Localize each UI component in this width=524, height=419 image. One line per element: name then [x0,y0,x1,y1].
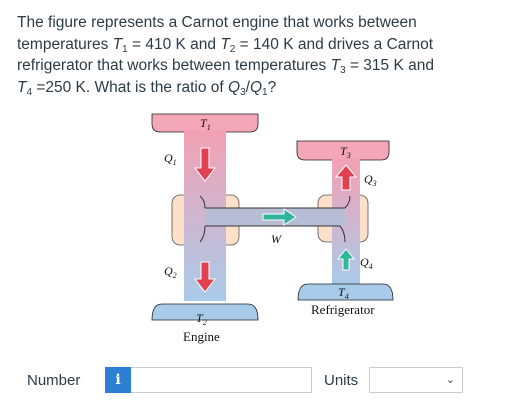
q-l4-slash: / [245,78,250,96]
refrigerator-flow-bend-lower [339,225,346,243]
t4-label: T4 [338,285,349,301]
question-line-1: The figure represents a Carnot engine th… [17,12,517,34]
q-l4-sub3: 3 [240,86,246,98]
t1-label: T1 [200,116,211,132]
engine-label: Engine [183,329,220,344]
t2-label: T2 [196,311,207,327]
q-l2-T: T [112,35,123,53]
question-line-2: temperatures T1 = 410 K and T2 = 140 K a… [17,34,517,56]
question-text: The figure represents a Carnot engine th… [17,12,517,98]
q-l2-b: = 410 K and [127,35,221,53]
q4-label: Q4 [360,255,373,271]
q-l3-a: refrigerator that works between temperat… [17,57,331,74]
number-input[interactable] [131,367,312,393]
units-label: Units [324,372,359,389]
q-l4-sub1: 1 [262,86,268,98]
number-label: Number [27,372,81,389]
question-line-1-text: The figure represents a Carnot engine th… [17,14,417,31]
question-line-3: refrigerator that works between temperat… [17,55,517,77]
q2-label: Q2 [164,264,177,280]
refrigerator-hot-reservoir [296,140,390,161]
engine-flow-bend [199,195,206,209]
q2-arrow [193,261,217,293]
q3-label: Q3 [364,172,377,188]
refrigerator-flow-bend [344,195,351,209]
q-l3-sub3: 3 [340,65,346,76]
q4-arrow [336,248,356,271]
q-l4-end: ? [267,78,277,96]
q-l4-T: T [17,78,27,96]
engine-cold-reservoir [151,303,259,321]
q1-arrow [193,147,217,182]
work-label: W [271,232,282,246]
q-l2-sub2: 2 [229,43,236,55]
question-line-4: T4 =250 K. What is the ratio of Q3/Q1? [17,77,517,99]
q-l3-T: T [330,57,341,74]
refrigerator-label: Refrigerator [311,302,375,317]
q-l4-Q2: Q [249,78,263,96]
t3-label: T3 [340,144,351,160]
q1-label: Q1 [164,151,177,167]
work-arrow [262,208,297,226]
q-l2-sub1: 1 [122,43,128,55]
info-icon[interactable]: i [105,367,131,393]
q-l2-a: temperatures [17,35,113,53]
chevron-down-icon: ⌄ [445,373,455,386]
units-select[interactable]: ⌄ [369,367,463,393]
q-l4-Q: Q [228,78,241,96]
q-l3-b: = 315 K and [345,57,434,74]
refrigerator-cold-reservoir [297,283,394,301]
q-l4-a: =250 K. What is the ratio of [32,78,229,96]
q-l2-c: = 140 K and drives a Carnot [235,35,434,53]
answer-row: Number i Units ⌄ [0,363,524,397]
engine-hot-reservoir [151,113,259,133]
engine-flow-bend-lower [199,225,206,243]
work-pipe-outline [205,207,345,227]
q-l4-sub4: 4 [26,86,33,98]
q-l2-T2: T [220,35,230,53]
q3-arrow [334,164,358,191]
